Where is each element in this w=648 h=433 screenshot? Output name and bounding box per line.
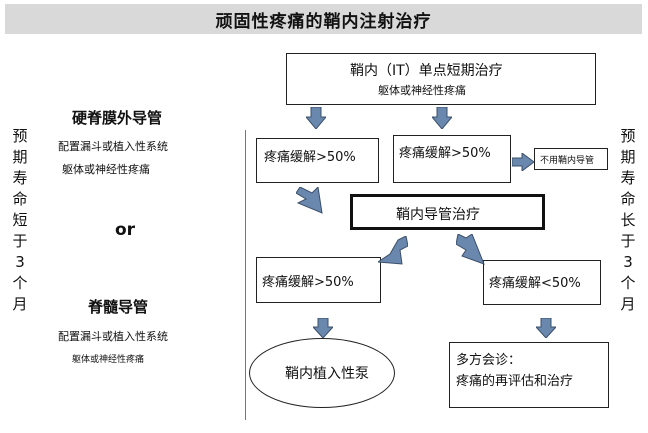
arrow-down-icon — [536, 318, 556, 338]
relief-right-box — [393, 135, 511, 183]
no-catheter-box — [534, 148, 608, 170]
arrow-diagonal-icon — [456, 234, 486, 266]
mdt-line-2: 疼痛的再评估和治疗 — [456, 374, 574, 389]
epidural-line-1: 配置漏斗或植入性系统 — [58, 140, 168, 153]
implant-pump-text: 鞘内植入性泵 — [285, 366, 369, 382]
top-box-sub: 躯体或神经性疼痛 — [378, 84, 466, 97]
relief-right-text: 疼痛缓解>50% — [399, 146, 491, 161]
arrow-down-icon — [313, 318, 333, 338]
catheter-therapy-box — [350, 194, 545, 230]
epidural-catheter-title: 硬脊膜外导管 — [72, 109, 163, 127]
arrow-right-icon — [512, 153, 534, 171]
arrow-diagonal-icon — [296, 187, 326, 215]
relief-lower-right-box — [483, 260, 601, 305]
relief-lower-right-text: 疼痛缓解<50% — [489, 276, 581, 291]
top-box-title: 鞘内（IT）单点短期治疗 — [350, 63, 503, 79]
arrow-diagonal-icon — [378, 236, 408, 266]
epidural-line-2: 躯体或神经性疼痛 — [62, 163, 150, 176]
catheter-therapy-text: 鞘内导管治疗 — [396, 207, 480, 223]
relief-left-text: 疼痛缓解>50% — [264, 150, 356, 165]
spinal-catheter-title: 脊髓导管 — [88, 298, 149, 316]
implant-pump-oval — [249, 338, 395, 408]
or-label: or — [115, 220, 136, 240]
divider-line — [245, 130, 246, 420]
arrow-down-icon — [432, 107, 452, 129]
spinal-line-2: 躯体或神经性疼痛 — [72, 355, 145, 365]
relief-left-box — [256, 138, 379, 183]
mdt-box — [449, 342, 609, 408]
top-box — [286, 53, 596, 105]
relief-lower-left-text: 疼痛缓解>50% — [262, 275, 354, 290]
relief-lower-left-box — [256, 257, 381, 303]
spinal-line-1: 配置漏斗或植入性系统 — [58, 330, 168, 343]
no-catheter-text: 不用鞘内导管 — [540, 156, 595, 166]
arrow-down-icon — [306, 107, 326, 129]
page-title: 顽固性疼痛的鞘内注射治疗 — [5, 4, 642, 34]
mdt-line-1: 多方会诊： — [456, 353, 522, 368]
